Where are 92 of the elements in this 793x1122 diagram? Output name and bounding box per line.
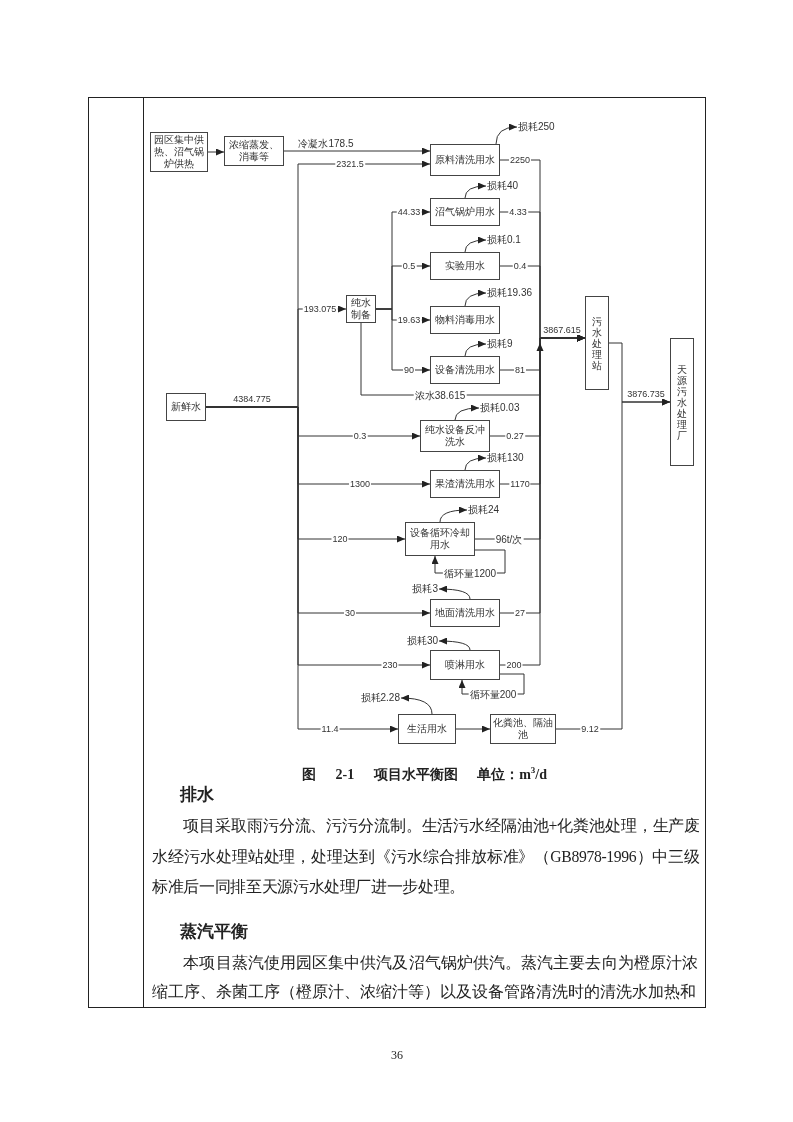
edge-label: 循环量200 xyxy=(468,688,518,700)
edge-label: 2321.5 xyxy=(335,158,365,170)
process-box xyxy=(430,144,500,176)
process-box xyxy=(585,296,609,390)
flow-arrow xyxy=(400,694,433,715)
box-label: 化粪池、隔油池 xyxy=(493,717,553,741)
flow-arrow xyxy=(438,585,471,600)
loss-label: 损耗9 xyxy=(487,338,513,350)
process-box xyxy=(430,650,500,680)
flow-value: 3876.735 xyxy=(627,388,665,400)
flow-arrow xyxy=(455,725,491,733)
edge-label: 120 xyxy=(331,533,349,545)
box-label: 纯水设备反冲洗水 xyxy=(424,424,486,448)
box-label: 原料清洗用水 xyxy=(435,154,495,166)
flow-arrow xyxy=(438,637,471,651)
process-box xyxy=(430,198,500,226)
loss-label: 损耗19.36 xyxy=(487,287,533,299)
flow-arrow xyxy=(495,123,518,145)
edge-label: 1170 xyxy=(509,478,531,490)
process-box xyxy=(166,393,206,421)
edge-label: 44.33 xyxy=(396,206,422,218)
edge-label: 230 xyxy=(381,659,399,671)
loss-label: 损耗0.03 xyxy=(480,402,520,414)
flow-arrow xyxy=(207,148,225,156)
edge-label: 200 xyxy=(505,659,523,671)
box-label: 生活用水 xyxy=(407,723,447,735)
body-paragraph: 本项目蒸汽使用园区集中供汽及沼气锅炉供汽。蒸汽主要去向为橙原汁浓缩工序、杀菌工序（橙原汁、浓缩汁等）以及设备管路清洗时的清洗水加热和 xyxy=(152,952,698,1002)
flow-arrow xyxy=(464,340,487,357)
loss-label: 损耗40 xyxy=(487,180,519,192)
loss-label: 损耗24 xyxy=(468,504,500,516)
process-box xyxy=(430,356,500,384)
section-heading: 排水 xyxy=(180,784,214,806)
box-label: 物料消毒用水 xyxy=(435,314,495,326)
flow-value: 4384.775 xyxy=(233,393,271,405)
process-box xyxy=(398,714,456,744)
flow-arrow xyxy=(283,147,431,155)
box-label: 新鲜水 xyxy=(171,401,201,413)
process-box xyxy=(670,338,694,466)
box-label: 纯水制备 xyxy=(350,297,372,321)
flow-arrow xyxy=(454,404,480,421)
process-box xyxy=(430,306,500,334)
flow-arrow xyxy=(464,454,487,471)
edge-label: 90 xyxy=(403,364,415,376)
loss-label: 损耗3 xyxy=(412,583,438,595)
edge-label: 81 xyxy=(514,364,526,376)
box-label: 实验用水 xyxy=(445,260,485,272)
edge-label: 11.4 xyxy=(320,723,340,735)
edge-label: 2250 xyxy=(509,154,531,166)
section-heading: 蒸汽平衡 xyxy=(180,921,248,943)
box-label: 园区集中供热、沼气锅炉供热 xyxy=(153,134,205,170)
edge-label: 193.075 xyxy=(302,303,338,315)
edge-label: 0.27 xyxy=(505,430,525,442)
edge-label: 4.33 xyxy=(508,206,528,218)
flow-value: 3867.615 xyxy=(543,324,581,336)
page-number: 36 xyxy=(391,1048,403,1062)
box-label: 设备清洗用水 xyxy=(435,364,495,376)
box-label: 果渣清洗用水 xyxy=(435,478,495,490)
box-label: 地面清洗用水 xyxy=(435,607,495,619)
flow-arrow xyxy=(464,236,487,253)
loss-label: 损耗250 xyxy=(518,121,555,133)
edge-label: 96t/次 xyxy=(494,533,524,545)
edge-label: 循环量1200 xyxy=(442,567,498,579)
process-box xyxy=(430,252,500,280)
box-label: 喷淋用水 xyxy=(445,659,485,671)
box-label: 浓缩蒸发、消毒等 xyxy=(228,139,280,163)
flow-arrow xyxy=(375,308,431,374)
body-paragraph: 项目采取雨污分流、污污分流制。生活污水经隔油池+化粪池处理，生产废水经污水处理站处理，处理达到《污水综合排放标准》（GB8978-1996）中三级标准后一同排至天源污水处理厂进一步处理。 xyxy=(152,816,700,897)
loss-label: 损耗2.28 xyxy=(360,692,400,704)
box-label: 天源污水处理厂 xyxy=(677,363,687,441)
edge-label: 19.63 xyxy=(396,314,422,326)
box-label: 沼气锅炉用水 xyxy=(435,206,495,218)
box-label: 污水处理站 xyxy=(592,315,602,371)
edge-label: 冷凝水178.5 xyxy=(297,137,355,149)
edge-label: 9.12 xyxy=(580,723,600,735)
process-box xyxy=(430,470,500,498)
edge-label: 0.3 xyxy=(352,430,368,442)
flow-arrow xyxy=(464,289,487,307)
edge-label: 30 xyxy=(344,607,356,619)
edge-label: 27 xyxy=(514,607,526,619)
loss-label: 损耗30 xyxy=(406,635,438,647)
edge-label: 0.4 xyxy=(512,260,528,272)
flow-arrow xyxy=(555,398,671,730)
flow-arrow xyxy=(439,506,468,523)
loss-label: 损耗130 xyxy=(487,452,524,464)
loss-label: 损耗0.1 xyxy=(487,234,521,246)
process-box xyxy=(430,599,500,627)
box-label: 设备循环冷却用水 xyxy=(409,527,471,551)
flow-arrow xyxy=(464,182,487,199)
edge-label: 浓水38.615 xyxy=(413,389,467,401)
edge-label: 1300 xyxy=(349,478,371,490)
figure-caption: 图 2-1 项目水平衡图 单位：m$^{3}$/d xyxy=(302,764,547,784)
edge-label: 0.5 xyxy=(401,260,417,272)
